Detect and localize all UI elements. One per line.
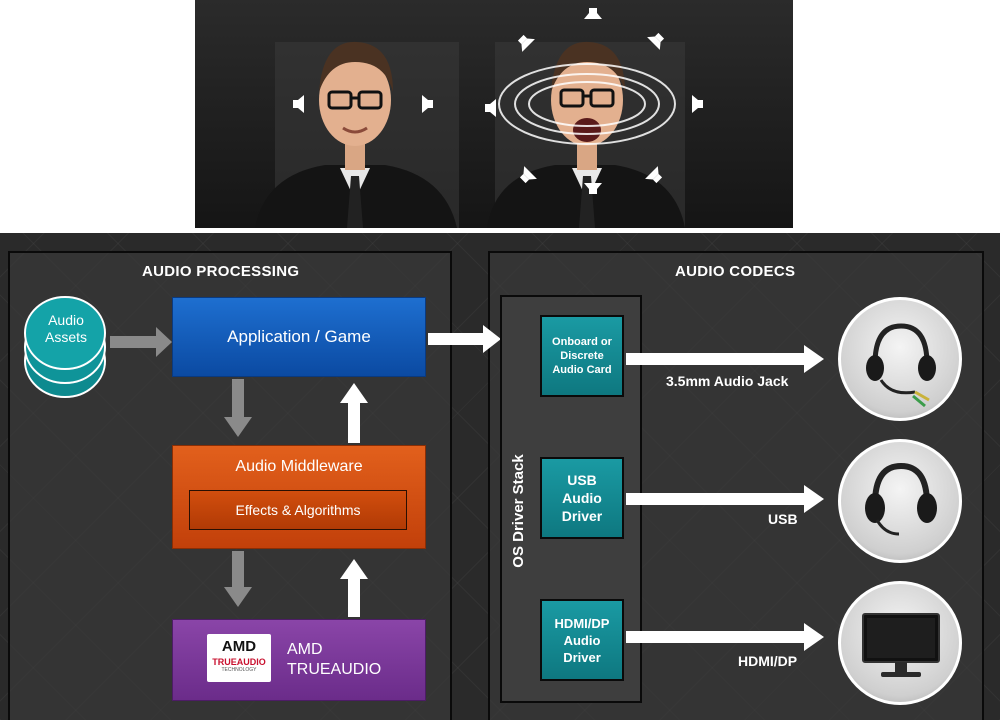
os-driver-stack-label: OS Driver Stack — [510, 454, 527, 568]
application-game-box: Application / Game — [172, 297, 426, 377]
audio-codecs-title: AUDIO CODECS — [675, 263, 796, 280]
monitor-icon — [862, 613, 940, 677]
amd-trueaudio-label: AMD TRUEAUDIO — [287, 641, 382, 678]
audio-assets-label: Audio Assets — [44, 312, 87, 345]
trueaudio-logo-text: TRUEAUDIO — [212, 657, 266, 667]
headphones-device — [838, 297, 962, 421]
trueaudio-logo-sub: TECHNOLOGY — [221, 667, 257, 673]
headphones-icon — [866, 323, 936, 408]
arrow-middleware-to-app — [340, 383, 368, 403]
arrow-middleware-to-trueaudio — [224, 587, 252, 607]
arrow-trueaudio-to-middleware — [340, 559, 368, 579]
headset-icon — [865, 462, 937, 536]
onboard-audio-card-box: Onboard or Discrete Audio Card — [540, 315, 624, 397]
arrow-to-monitor — [804, 623, 824, 651]
audio-photo-banner — [195, 0, 793, 228]
arrow-app-to-middleware — [224, 417, 252, 437]
hdmi-audio-driver-box: HDMI/DP Audio Driver — [540, 599, 624, 681]
audio-processing-title: AUDIO PROCESSING — [142, 263, 300, 280]
arrow-to-headphones — [804, 345, 824, 373]
amd-trueaudio-logo: AMD TRUEAUDIO TECHNOLOGY — [207, 634, 271, 682]
monitor-device — [838, 581, 962, 705]
jack-label: 3.5mm Audio Jack — [666, 373, 789, 389]
arrow-app-to-driver-stack — [483, 325, 501, 353]
arrow-to-usb-headset — [804, 485, 824, 513]
shouting-listener-figure — [487, 41, 685, 228]
usb-audio-driver-box: USB Audio Driver — [540, 457, 624, 539]
hdmi-label: HDMI/DP — [738, 653, 798, 669]
arrow-assets-to-app — [156, 327, 172, 357]
audio-middleware-box: Audio Middleware Effects & Algorithms — [172, 445, 426, 549]
amd-logo-text: AMD — [221, 638, 257, 655]
amd-trueaudio-box: AMD TRUEAUDIO TECHNOLOGY AMD TRUEAUDIO — [172, 619, 426, 701]
audio-middleware-label: Audio Middleware — [235, 458, 363, 475]
speaker-icons — [293, 8, 703, 194]
usb-label: USB — [768, 511, 798, 527]
audio-pipeline-diagram: AUDIO PROCESSING AUDIO CODECS Audio Asse… — [0, 233, 1000, 720]
effects-algorithms-box: Effects & Algorithms — [189, 490, 407, 530]
audio-assets-disc-icon — [24, 296, 106, 398]
usb-headset-device — [838, 439, 962, 563]
calm-listener-figure — [255, 41, 457, 228]
